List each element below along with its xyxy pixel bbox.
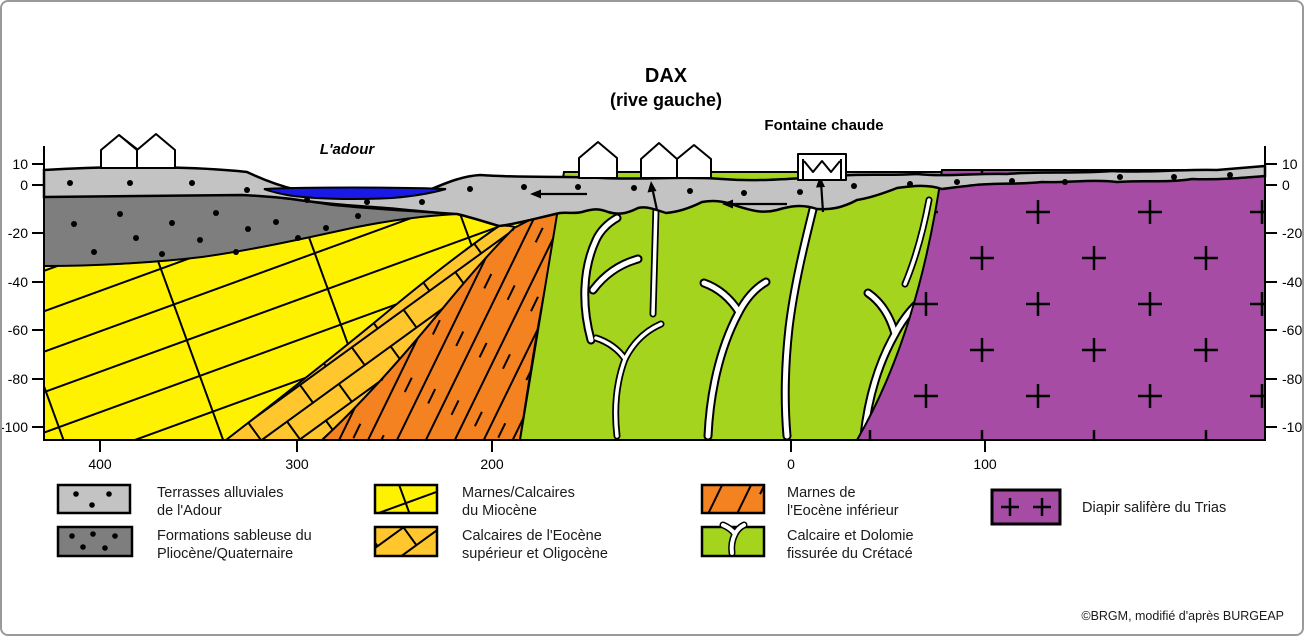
legend-label: supérieur et Oligocène: [462, 546, 608, 562]
y-tick-label: 10: [12, 156, 28, 172]
fountain-label: Fontaine chaude: [764, 117, 883, 134]
legend-item-terrace: Terrasses alluviales de l'Adour: [56, 483, 284, 519]
house-icon: [578, 141, 618, 179]
legend-swatch-terrace: [56, 483, 132, 515]
legend-swatch-sands: [56, 525, 134, 558]
house-icon: [100, 133, 176, 169]
legend-label: Terrasses alluviales: [157, 485, 284, 501]
legend-swatch-miocene: [373, 483, 439, 515]
x-tick-label: 200: [480, 456, 504, 472]
y-tick-label: -40: [8, 274, 28, 290]
legend-label: Marnes de: [787, 485, 856, 501]
buildings: [100, 133, 847, 181]
y-tick-label: -60: [1282, 322, 1302, 338]
house-icon: [640, 142, 712, 179]
fissures: [580, 180, 933, 441]
y-tick-label: 0: [20, 177, 28, 193]
legend-label: Diapir salifère du Trias: [1082, 500, 1226, 516]
upwelling-arrow-icon: [647, 181, 659, 211]
right-axis-labels: 10 0 -20 -40 -60 -80 -100: [1282, 156, 1302, 435]
x-tick-label: 0: [787, 456, 795, 472]
legend: Terrasses alluviales de l'Adour Formatio…: [56, 483, 1226, 562]
upwelling-arrow-icon: [816, 176, 825, 213]
legend-label: Formations sableuse du: [157, 528, 312, 544]
y-tick-label: 0: [1282, 177, 1290, 193]
x-tick-label: 400: [88, 456, 112, 472]
legend-label: Calcaires de l'Eocène: [462, 528, 602, 544]
attribution-credit: ©BRGM, modifié d'après BURGEAP: [1081, 609, 1284, 623]
legend-item-cretace: Calcaire et Dolomie fissurée du Crétacé: [700, 521, 914, 562]
legend-label: Marnes/Calcaires: [462, 485, 575, 501]
y-tick-label: 10: [1282, 156, 1298, 172]
legend-item-sands: Formations sableuse du Pliocène/Quaterna…: [56, 525, 312, 562]
x-tick-label: 100: [973, 456, 997, 472]
legend-item-eocene-inf: Marnes de l'Eocène inférieur: [700, 483, 899, 519]
legend-swatch-eocene-sup: [373, 525, 439, 558]
bottom-axis-labels: 400 300 200 0 100: [88, 456, 997, 472]
section-axes: [32, 146, 1277, 452]
legend-item-miocene: Marnes/Calcaires du Miocène: [373, 483, 575, 519]
legend-label: du Miocène: [462, 503, 537, 519]
river-adour: [263, 186, 447, 200]
x-tick-label: 300: [285, 456, 309, 472]
sand-dots: [71, 210, 361, 257]
legend-item-trias: Diapir salifère du Trias: [990, 488, 1226, 526]
flow-arrow-left-icon: [530, 189, 587, 199]
left-axis-labels: 10 0 -20 -40 -60 -80 -100: [2, 156, 28, 435]
legend-label: Calcaire et Dolomie: [787, 528, 914, 544]
y-tick-label: -60: [8, 322, 28, 338]
legend-label: de l'Adour: [157, 503, 222, 519]
groundwater-flow-arrows: [530, 176, 825, 213]
y-tick-label: -80: [8, 371, 28, 387]
y-tick-label: -20: [1282, 225, 1302, 241]
legend-swatch-eocene-inf: [700, 483, 766, 515]
section-subtitle: (rive gauche): [610, 90, 722, 110]
y-tick-label: -100: [1282, 419, 1302, 435]
legend-label: fissurée du Crétacé: [787, 546, 913, 562]
terrace-dots: [67, 172, 1233, 205]
fountain-icon: [797, 153, 847, 181]
section-title: DAX: [645, 65, 688, 87]
legend-item-eocene-sup: Calcaires de l'Eocène supérieur et Oligo…: [373, 525, 608, 562]
y-tick-label: -40: [1282, 274, 1302, 290]
legend-label: l'Eocène inférieur: [787, 503, 899, 519]
flow-arrow-left-icon: [722, 199, 787, 209]
legend-label: Pliocène/Quaternaire: [157, 546, 293, 562]
river-label: L'adour: [320, 141, 376, 158]
y-tick-label: -80: [1282, 371, 1302, 387]
y-tick-label: -100: [2, 419, 28, 435]
y-tick-label: -20: [8, 225, 28, 241]
